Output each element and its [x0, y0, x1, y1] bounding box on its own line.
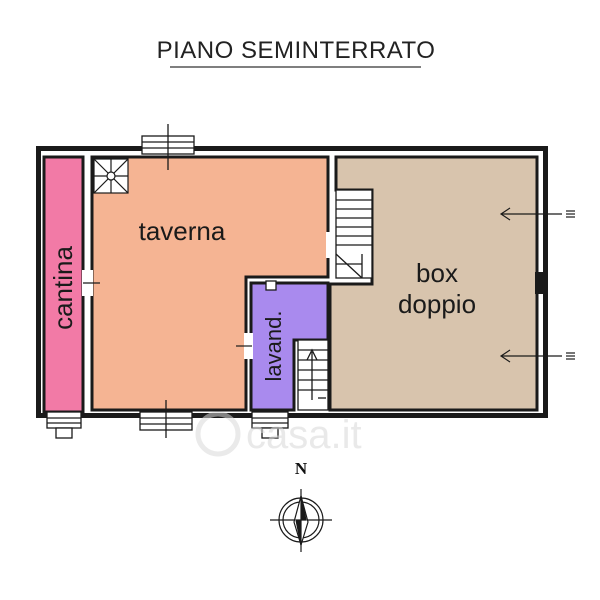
- plan-title: PIANO SEMINTERRATO: [157, 37, 436, 64]
- door-cantina-taverna: [82, 270, 100, 296]
- watermark: casa.it: [195, 411, 362, 457]
- door-box-entry: [535, 272, 545, 294]
- vent-lavanderia: [265, 280, 277, 291]
- label-lavanderia: lavand.: [261, 311, 286, 382]
- door-taverna-lavanderia: [236, 333, 253, 359]
- label-box-line2: doppio: [398, 289, 476, 319]
- label-box-line1: box: [416, 258, 458, 288]
- label-taverna: taverna: [139, 216, 226, 246]
- entry-arrow-lower: [499, 349, 575, 363]
- window-bottom-cantina: [46, 411, 82, 439]
- window-bottom-taverna: [139, 400, 193, 438]
- label-cantina: cantina: [48, 246, 78, 330]
- room-lavanderia: [249, 281, 330, 412]
- window-top-taverna: [141, 124, 195, 170]
- staircase-lower: [297, 339, 329, 411]
- watermark-text: casa.it: [246, 413, 362, 457]
- window-bottom-lavanderia: [251, 411, 289, 439]
- entry-arrow-upper: [499, 207, 575, 221]
- north-label: N: [295, 459, 308, 478]
- staircase-upper: [335, 189, 373, 279]
- compass-icon: [270, 489, 332, 552]
- room-taverna: [90, 155, 330, 412]
- spiral-staircase: [93, 158, 129, 194]
- door-taverna-box: [326, 232, 334, 258]
